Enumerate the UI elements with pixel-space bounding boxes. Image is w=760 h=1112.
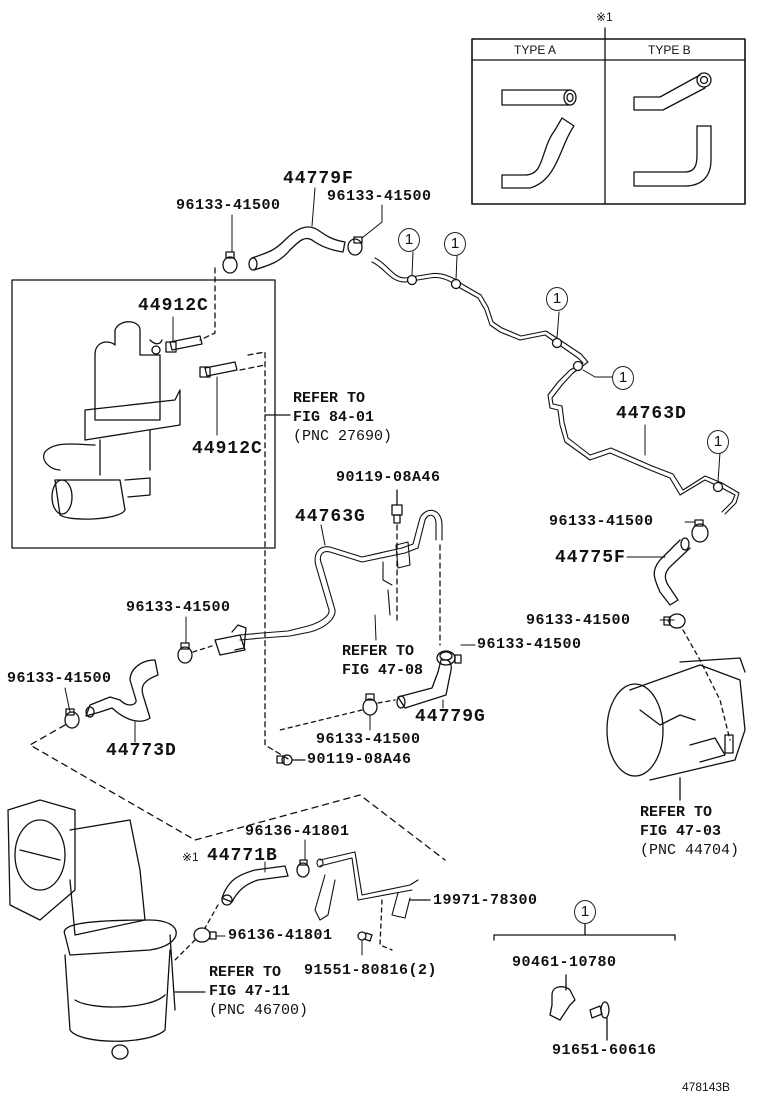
clip-leaders [411,251,721,483]
part-label-91551[interactable]: 91551-80816(2) [304,962,438,979]
type-b-header: TYPE B [648,43,691,57]
hose-44775f-shape [653,537,691,606]
figure-id: 478143B [682,1080,731,1094]
booster-dashed-leader [682,629,731,741]
vsv-box [11,279,276,549]
part-label-clamp-right-lower[interactable]: 96133-41500 [526,612,631,629]
part-label-90119-bottom[interactable]: 90119-08A46 [307,751,412,768]
type-a-hose-bent [501,117,575,189]
part-label-44763d[interactable]: 44763D [616,404,687,424]
hose-44771b-shape [221,865,289,906]
hose-44779f-shape [248,226,346,271]
callout-1-c[interactable]: 1 [546,287,568,311]
ref-fig-47-03-line2: FIG 47-03 [640,823,722,840]
ref-fig-47-08[interactable]: REFER TO FIG 47-08 [342,642,423,680]
clamp-right-lower-shape [663,613,686,629]
part-label-clamp-mid-right[interactable]: 96133-41500 [477,636,582,653]
part-label-44775f[interactable]: 44775F [555,548,626,568]
throttle-dashed-leader [29,724,446,861]
ref-fig-84-01[interactable]: REFER TO FIG 84-01 (PNC 27690) [293,389,392,446]
type-a-hose-straight [501,89,577,106]
clamp-top-left-shape [222,251,238,274]
ref-fig-84-01-line1: REFER TO [293,390,366,407]
callout-1-b[interactable]: 1 [444,232,466,256]
clip-90461-shape [549,974,576,1021]
part-label-90461[interactable]: 90461-10780 [512,954,617,971]
hose-44779g-shape [396,651,453,709]
callout-1-group[interactable]: 1 [574,900,596,924]
callout-1-e[interactable]: 1 [707,430,729,454]
bolt-44912c-lower-shape [199,361,238,378]
ref-fig-47-11-line2: FIG 47-11 [209,983,291,1000]
part-label-clamp-top-left[interactable]: 96133-41500 [176,197,281,214]
ref-fig-47-08-line2: FIG 47-08 [342,662,424,679]
part-label-90119-top[interactable]: 90119-08A46 [336,469,441,486]
part-label-96136-upper[interactable]: 96136-41801 [245,823,350,840]
part-label-clamp-far-left[interactable]: 96133-41500 [7,670,112,687]
clamp-mid-right-shape [436,650,462,666]
ref-fig-84-01-line3: (PNC 27690) [293,428,393,445]
vsv-dashed-leaders [199,267,291,761]
clamp-mid-left-dashed [192,644,216,653]
clip-markers [406,274,724,493]
vacuum-switching-valve [43,321,181,520]
part-label-19971[interactable]: 19971-78300 [433,892,538,909]
clamp-mid-lower-shape [362,693,378,716]
throttle-body-shape [7,799,177,1060]
ref-fig-47-03-line3: (PNC 44704) [640,842,740,859]
bracket-44763g [214,624,247,656]
part-label-clamp-mid-left[interactable]: 96133-41500 [126,599,231,616]
hose-44771b-dashed [174,904,219,961]
clamp-96136-lower-shape [193,927,217,943]
ref-fig-84-01-line2: FIG 84-01 [293,409,375,426]
part-label-44771b[interactable]: 44771B [207,846,278,866]
note-marker-header: ※1 [596,10,613,24]
part-label-44779f[interactable]: 44779F [283,169,354,189]
clamp-far-left-shape [64,708,80,729]
ref-fig-47-11-line3: (PNC 46700) [209,1002,309,1019]
label-leaders [64,187,696,956]
part-label-44912c-lower[interactable]: 44912C [192,439,263,459]
part-label-clamp-right-upper[interactable]: 96133-41500 [549,513,654,530]
hose-44773d-shape [85,659,159,722]
ref-fig-47-08-line1: REFER TO [342,643,415,660]
bolt-91651-shape [589,1001,610,1041]
part-label-44912c-upper[interactable]: 44912C [138,296,209,316]
pipe-19971-shape [314,851,419,921]
part-label-91651[interactable]: 91651-60616 [552,1042,657,1059]
bolt-90119-top-shape [391,504,403,524]
part-label-96136-lower[interactable]: 96136-41801 [228,927,333,944]
hose-44779g-dashed [279,699,396,731]
pipe-19971-dashed [379,899,393,951]
note-marker-44771b: ※1 [182,850,199,864]
pipe-44763d-shape [371,257,740,515]
type-b-hose-angled [633,72,712,111]
clamp-top-right-shape [347,236,363,256]
part-label-44773d[interactable]: 44773D [106,741,177,761]
clamp-96136-upper-shape [296,859,310,878]
clamp-mid-left-shape [177,642,193,664]
callout-1-d[interactable]: 1 [612,366,634,390]
bolt-44912c-upper-shape [165,335,203,353]
ref-fig-47-03-line1: REFER TO [640,804,713,821]
part-label-clamp-mid-lower[interactable]: 96133-41500 [316,731,421,748]
type-b-hose-l [633,125,712,187]
part-label-clamp-top-right[interactable]: 96133-41500 [327,188,432,205]
type-a-header: TYPE A [514,43,557,57]
pipe-44763g-shape [239,509,443,641]
type-table [471,27,746,205]
bolt-90119-bottom-shape [276,754,293,766]
part-label-44763g[interactable]: 44763G [295,507,366,527]
part-label-44779g[interactable]: 44779G [415,707,486,727]
callout-1-a[interactable]: 1 [398,228,420,252]
ref-fig-47-11-line1: REFER TO [209,964,282,981]
ref-fig-47-11[interactable]: REFER TO FIG 47-11 (PNC 46700) [209,963,308,1020]
brake-booster-shape [606,657,746,781]
clamp-right-upper-shape [691,519,709,543]
bolt-91551-shape [357,931,373,942]
ref-fig-47-03[interactable]: REFER TO FIG 47-03 (PNC 44704) [640,803,739,860]
